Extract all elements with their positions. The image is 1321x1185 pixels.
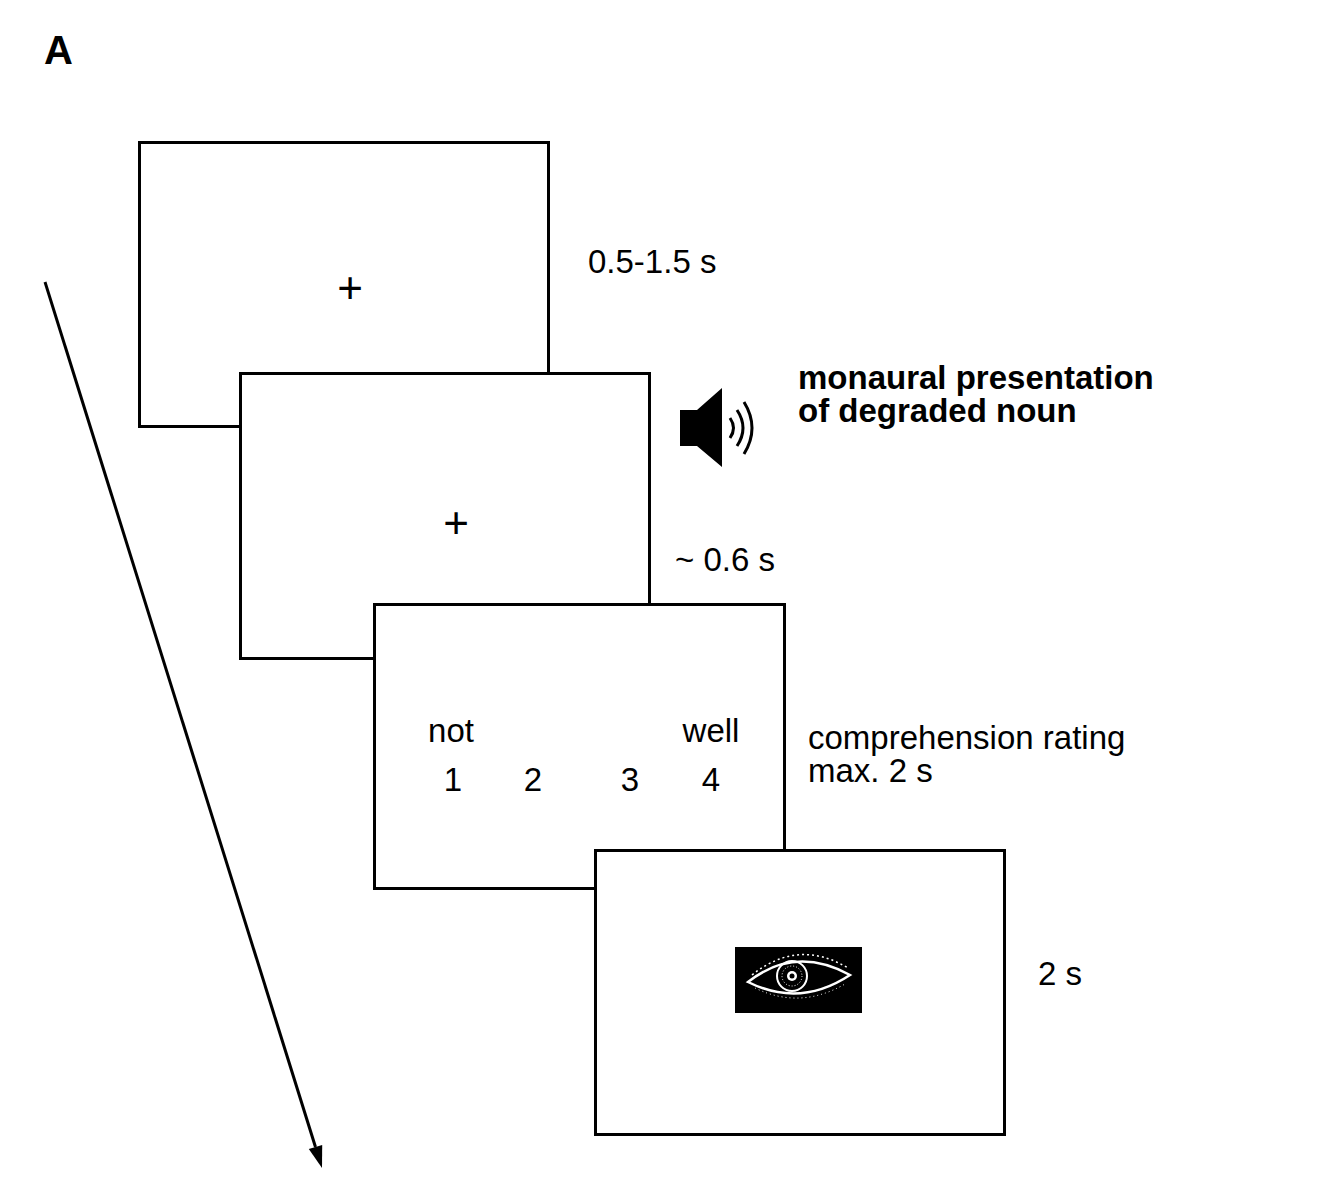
screen-text: 3 — [621, 763, 639, 796]
screen-text: + — [443, 501, 469, 545]
screen-text: + — [337, 266, 363, 310]
screen-frame: notwell1234comprehension rating max. 2 s — [373, 603, 786, 890]
timing-note: monaural presentation of degraded noun — [798, 361, 1173, 427]
timing-note: 0.5-1.5 s — [588, 245, 716, 278]
screen-text: well — [683, 714, 740, 747]
panel-letter: A — [44, 30, 73, 70]
screen-text: 1 — [444, 763, 462, 796]
screen-frame: 2 s — [594, 849, 1006, 1136]
screen-text: 2 — [524, 763, 542, 796]
arrow-head — [309, 1145, 322, 1168]
timing-note: comprehension rating max. 2 s — [808, 721, 1178, 787]
screen-text: not — [428, 714, 474, 747]
speaker-icon — [680, 388, 752, 467]
timing-note: ~ 0.6 s — [675, 543, 775, 576]
timing-note: 2 s — [1038, 957, 1082, 990]
screen-text: 4 — [702, 763, 720, 796]
